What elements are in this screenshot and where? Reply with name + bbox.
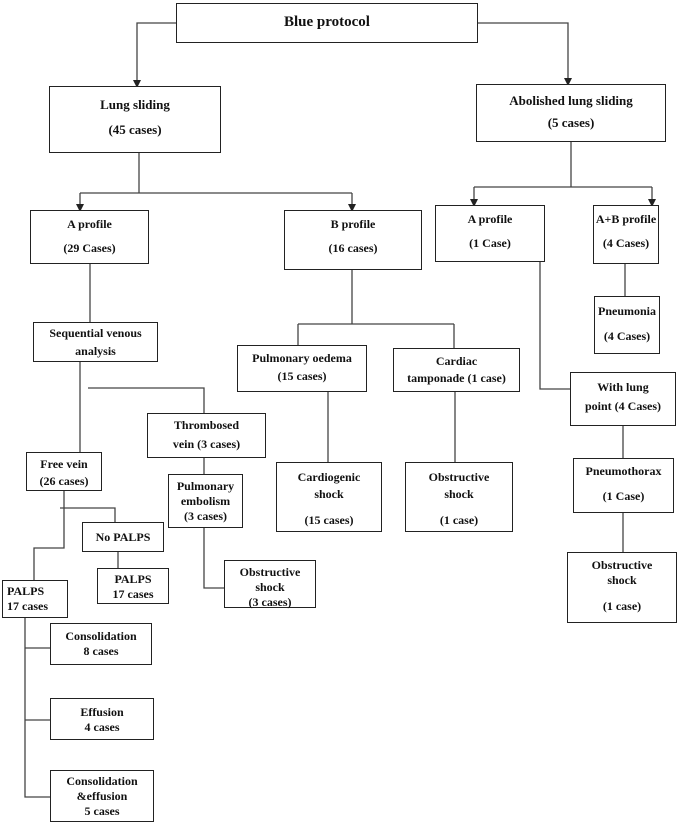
node-label: tamponade (1 case) <box>407 371 506 385</box>
node-label: Cardiogenic <box>297 470 361 484</box>
node-obstructive-shock-tamponade: Obstructive shock (1 case) <box>405 462 513 532</box>
node-label: shock <box>444 487 474 501</box>
node-count: (15 cases) <box>304 513 354 527</box>
connector <box>33 508 65 580</box>
node-label: vein (3 cases) <box>172 437 241 451</box>
node-with-lung-point: With lung point (4 Cases) <box>570 372 676 426</box>
node-label: Free vein <box>40 457 88 471</box>
node-label: Pneumothorax <box>585 464 662 478</box>
node-count: (45 cases) <box>108 122 162 138</box>
node-a-profile-abolished: A profile (1 Case) <box>435 205 545 262</box>
node-count: (1 Case) <box>602 489 645 503</box>
node-label: A+B profile <box>595 212 657 226</box>
node-count: (3 cases) <box>184 509 227 523</box>
node-a-profile: A profile (29 Cases) <box>30 210 149 264</box>
node-obstructive-shock-pneumothorax: Obstructive shock (1 case) <box>567 552 677 623</box>
node-count: (15 cases) <box>277 369 327 383</box>
node-label: Obstructive <box>428 470 490 484</box>
node-effusion: Effusion 4 cases <box>50 698 154 740</box>
node-lung-sliding: Lung sliding (45 cases) <box>49 86 221 153</box>
node-label: Abolished lung sliding <box>509 93 633 108</box>
connector <box>539 262 570 390</box>
node-free-vein: Free vein (26 cases) <box>26 452 102 491</box>
node-sequential-venous-analysis: Sequential venous analysis <box>33 322 158 362</box>
node-consolidation-effusion: Consolidation &effusion 5 cases <box>50 770 154 822</box>
node-count: (4 Cases) <box>603 329 651 343</box>
node-label: A profile <box>467 212 513 226</box>
node-label: shock <box>607 573 637 587</box>
node-label: &effusion <box>76 789 128 803</box>
connector <box>88 387 205 413</box>
node-label: Effusion <box>80 705 124 719</box>
node-label: A profile <box>67 217 112 231</box>
node-count: 5 cases <box>84 804 120 818</box>
node-palps-right: PALPS 17 cases <box>97 568 169 604</box>
node-label: Lung sliding <box>100 97 170 112</box>
node-no-palps: No PALPS <box>82 522 164 552</box>
node-abolished-lung-sliding: Abolished lung sliding (5 cases) <box>476 84 666 142</box>
node-count: (1 case) <box>439 513 479 527</box>
node-label: PALPS <box>114 572 152 586</box>
node-obstructive-shock-embolism: Obstructive shock (3 cases) <box>224 560 316 609</box>
connector <box>133 22 176 88</box>
node-consolidation: Consolidation 8 cases <box>50 623 152 665</box>
node-label: Consolidation <box>65 629 137 643</box>
node-label: Obstructive <box>591 558 653 572</box>
node-count: (4 Cases) <box>602 236 650 250</box>
node-ab-profile: A+B profile (4 Cases) <box>593 205 659 264</box>
node-label: shock <box>255 580 285 594</box>
node-label: Sequential venous <box>49 326 142 340</box>
title-box: Blue protocol <box>176 3 478 43</box>
node-label: Pulmonary <box>176 479 235 493</box>
node-label: Consolidation <box>66 774 138 788</box>
node-pulmonary-oedema: Pulmonary oedema (15 cases) <box>237 345 367 392</box>
node-count: (26 cases) <box>39 474 89 488</box>
node-count: 17 cases <box>112 587 154 601</box>
node-pneumonia: Pneumonia (4 Cases) <box>594 296 660 354</box>
node-label: PALPS <box>7 584 45 598</box>
node-pneumothorax: Pneumothorax (1 Case) <box>573 458 674 513</box>
connector <box>60 507 116 522</box>
node-label: B profile <box>330 217 376 231</box>
node-count: (3 cases) <box>248 595 292 609</box>
node-pulmonary-embolism: Pulmonary embolism (3 cases) <box>168 474 243 528</box>
node-label: Obstructive <box>239 565 301 579</box>
node-label: analysis <box>75 344 116 358</box>
node-label: Cardiac <box>435 354 478 368</box>
node-count: 4 cases <box>84 720 120 734</box>
node-label: No PALPS <box>95 530 151 544</box>
node-count: (29 Cases) <box>63 241 116 255</box>
node-label: shock <box>314 487 344 501</box>
node-label: Pneumonia <box>597 304 656 318</box>
node-b-profile: B profile (16 cases) <box>284 210 422 270</box>
connector <box>24 618 50 798</box>
title: Blue protocol <box>284 14 370 30</box>
node-label: point (4 Cases) <box>584 399 661 413</box>
connector <box>478 22 572 86</box>
node-cardiogenic-shock: Cardiogenic shock (15 cases) <box>276 462 382 532</box>
node-thrombosed-vein: Thrombosed vein (3 cases) <box>147 413 266 458</box>
node-cardiac-tamponade: Cardiac tamponade (1 case) <box>393 348 520 392</box>
node-count: 8 cases <box>83 644 119 658</box>
node-count: (1 Case) <box>469 236 511 250</box>
node-count: (16 cases) <box>328 241 378 255</box>
node-count: 17 cases <box>7 599 48 613</box>
node-label: With lung <box>597 380 649 394</box>
node-label: Pulmonary oedema <box>252 351 352 365</box>
node-palps-left: PALPS 17 cases <box>2 580 68 618</box>
node-label: embolism <box>180 494 231 508</box>
connector <box>203 528 224 589</box>
node-count: (5 cases) <box>547 115 595 131</box>
node-label: Thrombosed <box>173 418 240 432</box>
node-count: (1 case) <box>602 599 642 613</box>
